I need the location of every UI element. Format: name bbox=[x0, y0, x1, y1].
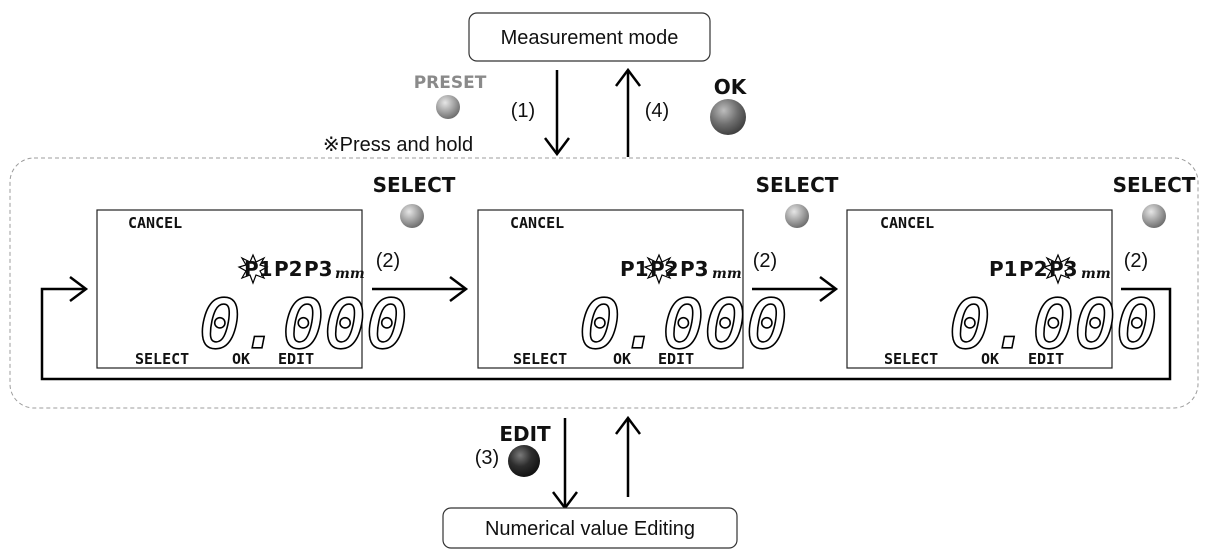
arrow-step-2-a bbox=[372, 276, 469, 302]
select-button-3-label: SELECT bbox=[1113, 173, 1196, 197]
arrow-step-4 bbox=[615, 67, 641, 157]
lcd-p2-label: P2 bbox=[650, 257, 679, 281]
measurement-mode-label: Measurement mode bbox=[501, 27, 679, 49]
select-button-3[interactable] bbox=[1142, 204, 1166, 228]
lcd-p2-label: P2 bbox=[274, 257, 303, 281]
lcd-edit-label: EDIT bbox=[658, 350, 694, 368]
lcd-screen-1: CANCEL P1 P2 P3 mm 0.000 SELECT OK EDIT bbox=[96, 209, 409, 369]
lcd-cancel-label: CANCEL bbox=[880, 214, 934, 232]
select-button-1-label: SELECT bbox=[373, 173, 456, 197]
lcd-value: 0.000 bbox=[580, 286, 789, 363]
lcd-p1-label: P1 bbox=[244, 257, 273, 281]
lcd-select-label: SELECT bbox=[135, 350, 189, 368]
measurement-mode-node: Measurement mode bbox=[468, 12, 711, 62]
lcd-select-label: SELECT bbox=[884, 350, 938, 368]
lcd-p3-label: P3 bbox=[304, 257, 333, 281]
lcd-select-label: SELECT bbox=[513, 350, 567, 368]
select-button-2-label: SELECT bbox=[756, 173, 839, 197]
selection-burst-icon bbox=[643, 253, 675, 285]
lcd-cancel-label: CANCEL bbox=[128, 214, 182, 232]
lcd-edit-label: EDIT bbox=[278, 350, 314, 368]
arrow-step-2-b bbox=[752, 276, 839, 302]
preset-button-label: PRESET bbox=[414, 73, 487, 93]
step-2-label: (2) bbox=[1124, 250, 1148, 272]
lcd-p1-label: P1 bbox=[989, 257, 1018, 281]
numerical-editing-node: Numerical value Editing bbox=[442, 507, 738, 549]
select-button-1[interactable] bbox=[400, 204, 424, 228]
lcd-ok-label: OK bbox=[613, 350, 631, 368]
lcd-p3-label: P3 bbox=[1049, 257, 1078, 281]
arrow-return-from-editing bbox=[615, 415, 641, 497]
lcd-unit-label: mm bbox=[1081, 266, 1111, 282]
selection-burst-icon bbox=[237, 253, 269, 285]
lcd-cancel-label: CANCEL bbox=[510, 214, 564, 232]
selection-burst-icon bbox=[1042, 253, 1074, 285]
loop-back-arrow bbox=[40, 276, 1172, 381]
lcd-ok-label: OK bbox=[232, 350, 250, 368]
edit-button[interactable] bbox=[508, 445, 540, 477]
select-screens-group bbox=[9, 157, 1199, 409]
press-and-hold-note: ※Press and hold bbox=[323, 134, 473, 156]
arrow-step-1 bbox=[544, 70, 570, 157]
preset-button[interactable] bbox=[436, 95, 460, 119]
lcd-p2-label: P2 bbox=[1019, 257, 1048, 281]
step-2-label: (2) bbox=[753, 250, 777, 272]
lcd-edit-label: EDIT bbox=[1028, 350, 1064, 368]
step-4-label: (4) bbox=[645, 100, 669, 122]
lcd-screen-2: CANCEL P1 P2 P3 mm 0.000 SELECT OK EDIT bbox=[477, 209, 789, 369]
ok-button[interactable] bbox=[710, 99, 746, 135]
ok-button-label: OK bbox=[714, 75, 748, 99]
select-button-2[interactable] bbox=[785, 204, 809, 228]
step-3-label: (3) bbox=[475, 447, 499, 469]
lcd-p3-label: P3 bbox=[680, 257, 709, 281]
lcd-value: 0.000 bbox=[200, 286, 409, 363]
arrow-step-3 bbox=[552, 418, 578, 511]
lcd-p1-label: P1 bbox=[620, 257, 649, 281]
lcd-ok-label: OK bbox=[981, 350, 999, 368]
lcd-unit-label: mm bbox=[335, 266, 365, 282]
lcd-screen-3: CANCEL P1 P2 P3 mm 0.000 SELECT OK EDIT bbox=[846, 209, 1159, 369]
step-1-label: (1) bbox=[511, 100, 535, 122]
lcd-value: 0.000 bbox=[950, 286, 1159, 363]
step-2-label: (2) bbox=[376, 250, 400, 272]
edit-button-label: EDIT bbox=[499, 422, 551, 446]
numerical-editing-label: Numerical value Editing bbox=[485, 518, 695, 540]
lcd-unit-label: mm bbox=[712, 266, 742, 282]
